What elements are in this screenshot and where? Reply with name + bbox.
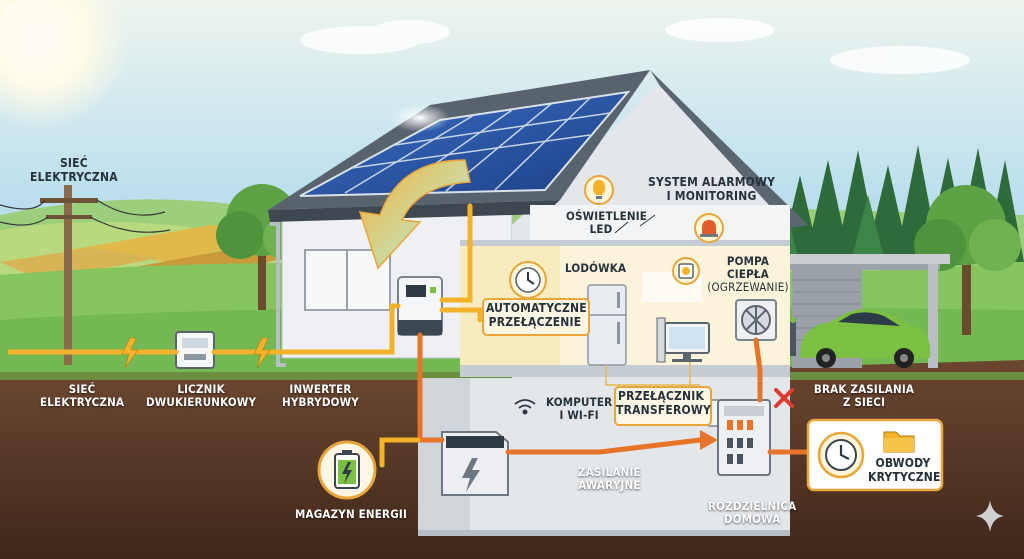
computer-icon — [656, 317, 710, 363]
x-mark-icon — [774, 388, 794, 408]
battery-storage — [441, 431, 509, 496]
folder-icon — [883, 431, 915, 453]
label-heat-pump: POMPA CIEPŁA (OGRZEWANIE) — [707, 254, 789, 295]
label-panel: ROZDZIELNICA DOMOWA — [708, 499, 797, 527]
label-computer: KOMPUTER I WI-FI — [546, 395, 613, 423]
label-backup: ZASILANIE AWARYJNE — [578, 465, 641, 493]
car — [790, 309, 930, 368]
energy-flow-backup — [379, 337, 815, 468]
label-grid-bottom: SIEĆ ELEKTRYCZNA — [40, 382, 125, 410]
power-pole — [0, 185, 171, 365]
label-no-grid: BRAK ZASILANIA Z SIECI — [813, 382, 915, 410]
energy-flow-grid — [7, 203, 483, 443]
label-storage: MAGAZYN ENERGII — [295, 507, 408, 521]
auto-switch-box — [482, 298, 590, 336]
sparkle-icon — [976, 500, 1004, 532]
battery-icon — [317, 440, 377, 500]
heat-pump — [735, 299, 777, 341]
fan-badge-icon — [672, 257, 700, 285]
label-critical: OBWODY KRYTYCZNE — [868, 456, 941, 484]
transfer-switch-box — [614, 386, 712, 426]
lightning-icon — [121, 337, 271, 369]
inverter-device — [397, 276, 443, 336]
wifi-icon — [514, 399, 536, 415]
label-alarm: SYSTEM ALARMOWY I MONITORING — [648, 175, 776, 203]
switchboard — [717, 399, 771, 476]
label-transfer: PRZEŁĄCZNIK TRANSFEROWY — [616, 389, 712, 417]
clock-icon — [509, 261, 547, 299]
label-grid-top: SIEĆ ELEKTRYCZNA — [30, 156, 118, 184]
label-auto-switch: AUTOMATYCZNE PRZEŁĄCZENIE — [486, 301, 587, 329]
fridge — [587, 284, 627, 366]
label-inverter: INWERTER HYBRYDOWY — [282, 382, 359, 410]
solar-panels — [299, 90, 631, 197]
house — [268, 70, 808, 536]
label-led: OŚWIETLENIE LED — [566, 209, 648, 237]
bulb-icon — [584, 175, 614, 205]
label-meter: LICZNIK DWUKIERUNKOWY — [146, 382, 257, 410]
tree — [914, 185, 1021, 335]
label-fridge: LODÓWKA — [565, 261, 627, 275]
meter-icon — [175, 331, 215, 369]
solar-energy-arrow — [358, 159, 471, 270]
alarm-icon — [694, 213, 724, 243]
clock-icon — [817, 431, 865, 479]
